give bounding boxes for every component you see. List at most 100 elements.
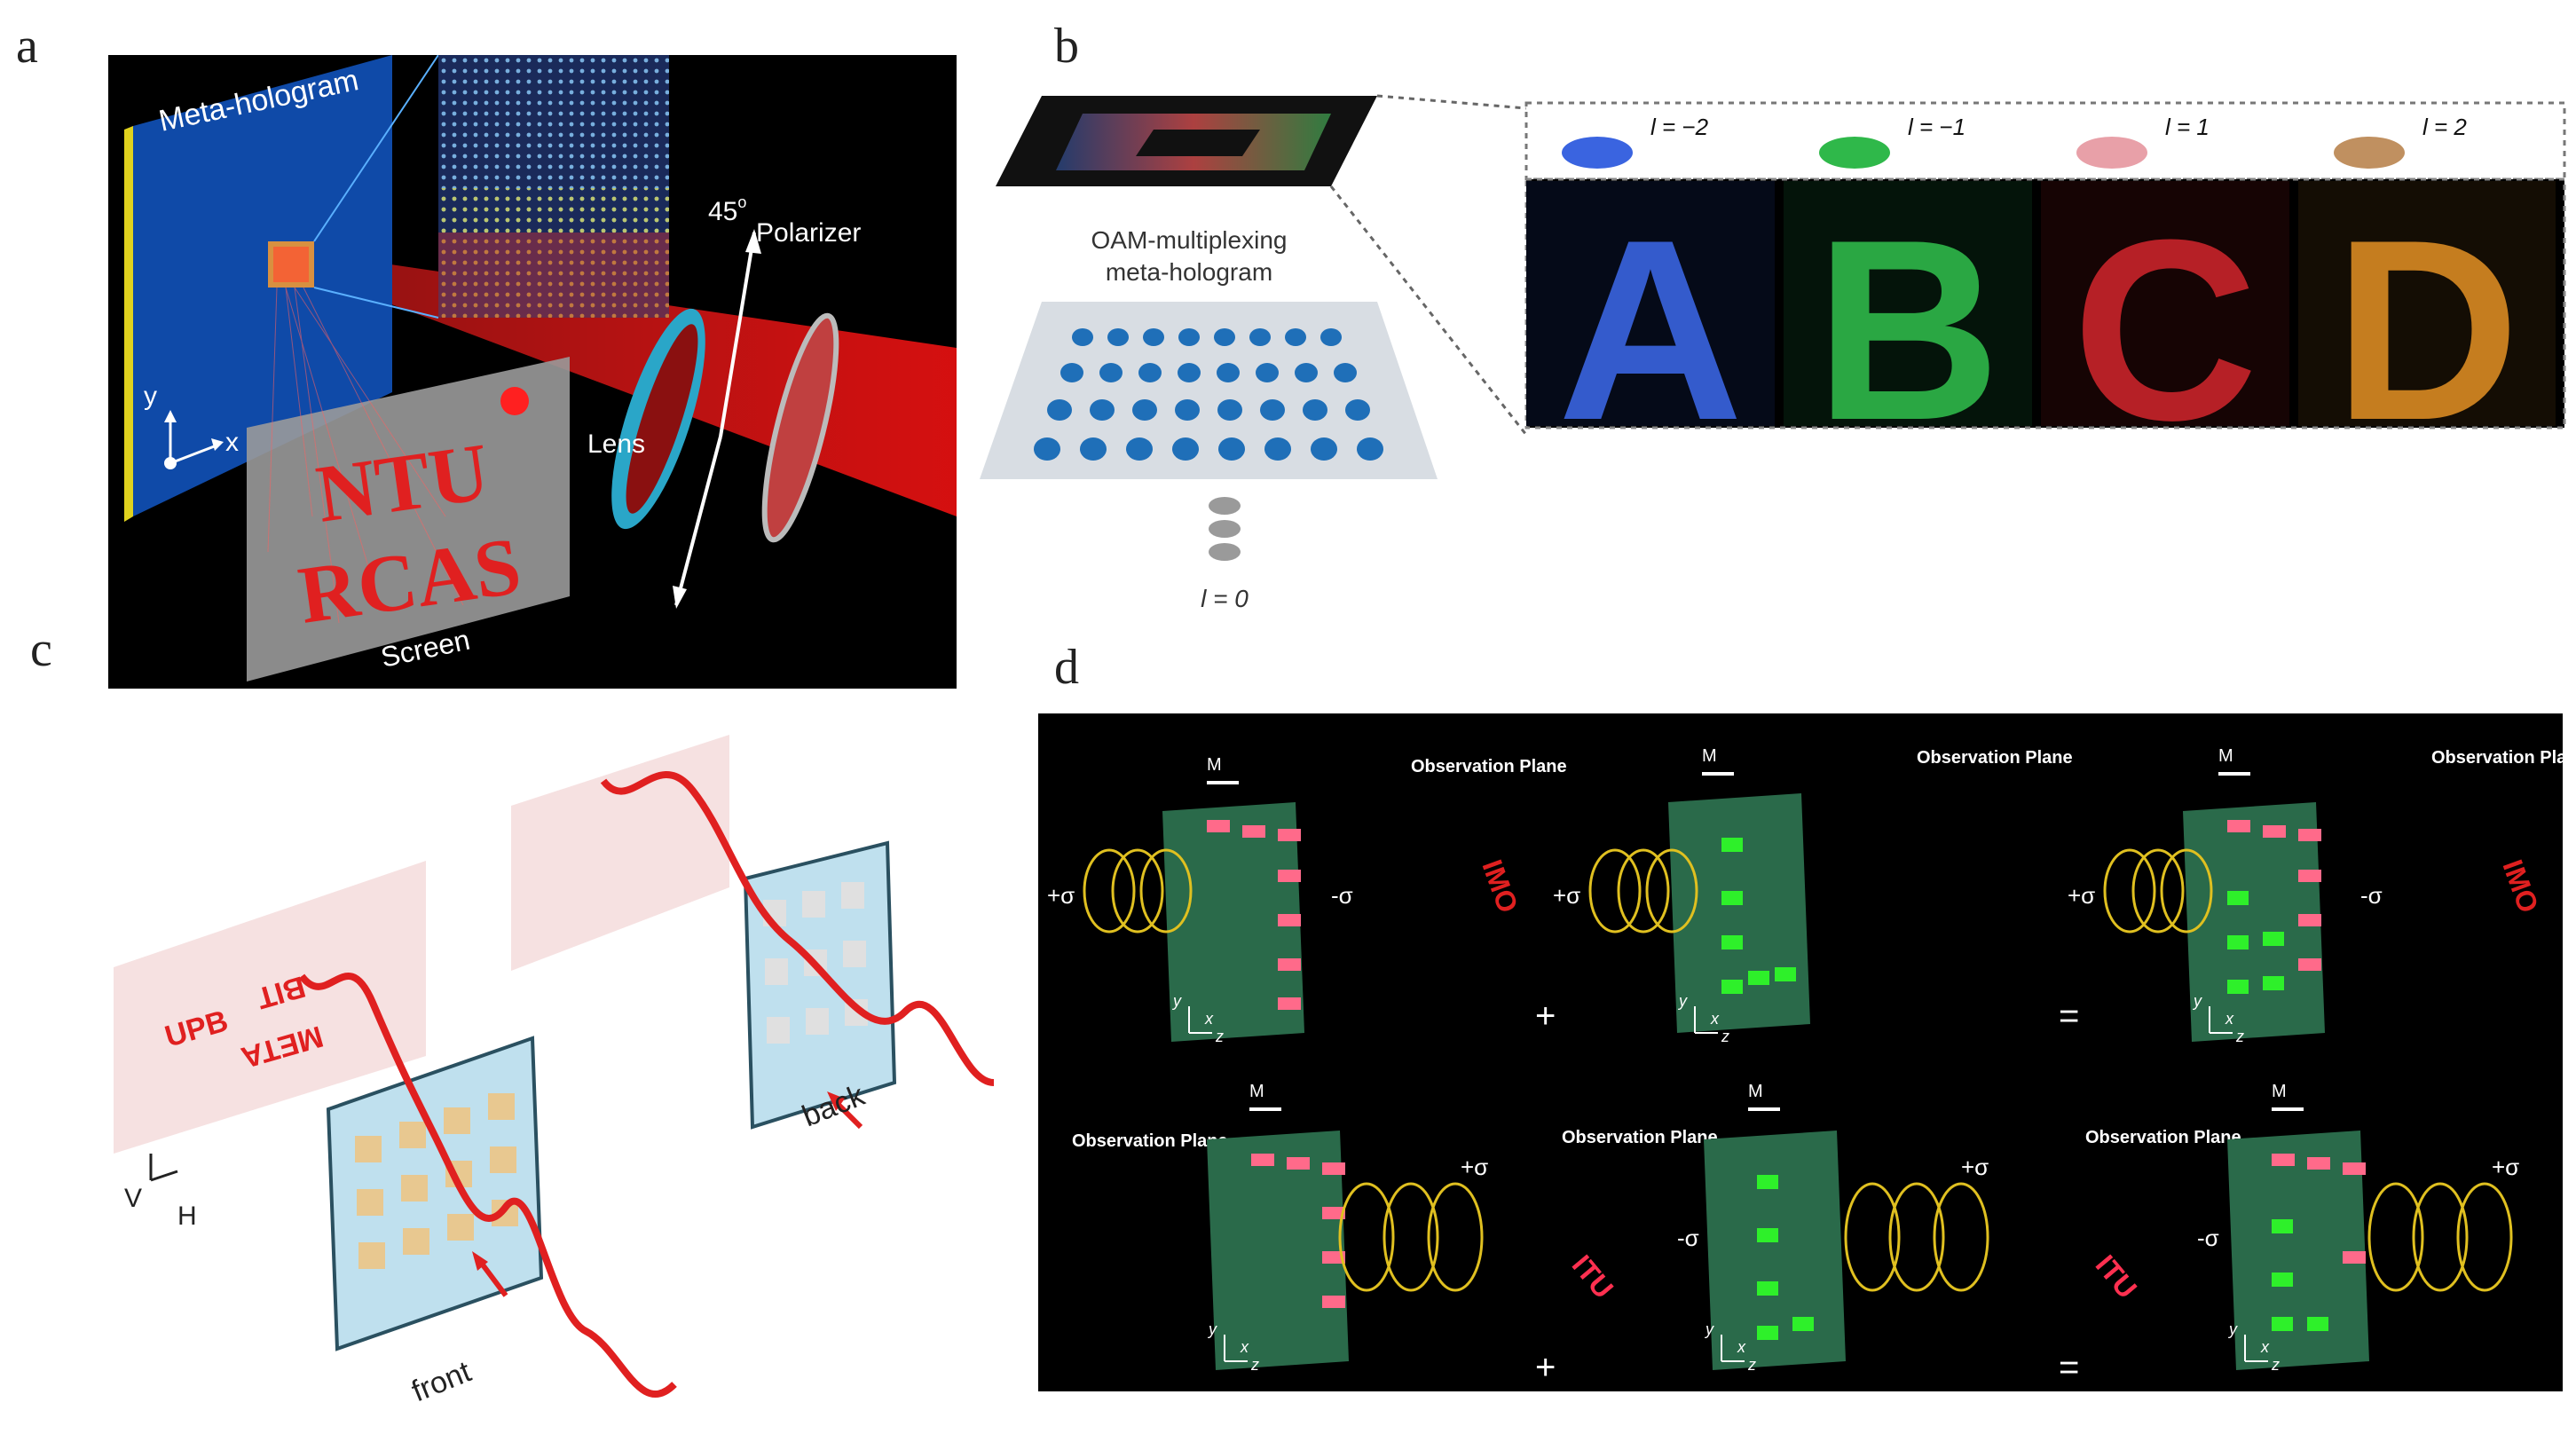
zero-order-spot <box>500 387 529 415</box>
nanobricks-green <box>1721 838 2328 1340</box>
plane-wave-stack <box>1209 497 1241 561</box>
wave-back <box>600 771 995 1086</box>
mode-label-4: l = 2 <box>2422 114 2467 140</box>
panel-label-b: b <box>1054 19 1079 74</box>
panel-d: Observation Plane Observation Plane Obse… <box>1038 713 2576 1391</box>
mode-label-1: l = −2 <box>1650 114 1709 140</box>
sigma-out-6: -σ <box>2197 1225 2219 1251</box>
ax-z-6: z <box>2271 1356 2280 1374</box>
slab-5 <box>1704 1131 1846 1370</box>
ax-z-1: z <box>1215 1028 1224 1045</box>
letter-A: A <box>1557 186 1743 474</box>
m-label-6: M <box>2272 1082 2287 1101</box>
sigma-in-4: +σ <box>1461 1154 1488 1180</box>
hologram-plane-right <box>511 735 729 971</box>
oam-caption-line2: meta-hologram <box>1106 258 1272 286</box>
ax-x-5: x <box>1737 1338 1746 1356</box>
nanobricks-pink <box>1207 820 2366 1308</box>
slab-3 <box>2183 802 2325 1042</box>
panel-label-a: a <box>16 19 38 74</box>
wave-front <box>298 973 677 1398</box>
slab-axes <box>1188 1006 2268 1362</box>
slab-4 <box>1207 1131 1349 1370</box>
polarizer-label: Polarizer <box>756 218 861 248</box>
ax-y-3: y <box>2192 992 2202 1010</box>
hologram-plane-left <box>114 861 426 1154</box>
obs-plane-4: Observation Plane <box>1072 1131 1228 1151</box>
panel-d-scene: Observation Plane Observation Plane Obse… <box>1047 746 2576 1387</box>
lens-label: Lens <box>587 429 645 459</box>
oam-beam-icons <box>1562 137 2405 169</box>
sigma-out-1: -σ <box>1331 882 1353 909</box>
ax-x-6: x <box>2260 1338 2270 1356</box>
panel-b: OAM-multiplexing meta-hologram l = 0 l =… <box>976 80 2573 630</box>
ax-z-4: z <box>1250 1356 1259 1374</box>
image-text-bottom-6: ITU <box>2090 1249 2144 1304</box>
equals-bottom: = <box>2059 1348 2079 1387</box>
ax-y-2: y <box>1677 992 1688 1010</box>
screen <box>247 357 570 682</box>
obs-plane-5: Observation Plane <box>1562 1128 1718 1147</box>
front-label: front <box>407 1354 477 1408</box>
image-A <box>1526 181 1775 426</box>
m-label-4: M <box>1249 1082 1264 1101</box>
meta-hologram-substrate <box>980 302 1438 479</box>
axis-x-label: x <box>225 428 239 457</box>
image-B <box>1784 181 2032 426</box>
plus-bottom: + <box>1535 1348 1556 1387</box>
plus-top: + <box>1535 997 1556 1036</box>
panel-c-scene: UPB BIT META front back V H <box>114 735 995 1408</box>
m-label-2: M <box>1702 746 1717 766</box>
obs-plane-2: Observation Plane <box>1917 748 2073 768</box>
image-text-top-3: IMO <box>2496 855 2544 917</box>
letter-B: B <box>1815 186 2000 474</box>
letter-C: C <box>2072 186 2257 474</box>
panel-c: UPB BIT META front back V H <box>89 710 1029 1420</box>
m-label-5: M <box>1748 1082 1763 1101</box>
sigma-in-2: +σ <box>1553 882 1580 909</box>
panel-a-scene: Meta-hologram 45o Polarizer Lens Screen … <box>124 54 957 682</box>
polarizer <box>761 312 839 543</box>
mode-label-2: l = −1 <box>1908 114 1965 140</box>
ax-x-3: x <box>2225 1010 2234 1028</box>
ax-z-3: z <box>2235 1028 2244 1045</box>
ax-x-2: x <box>1710 1010 1720 1028</box>
sigma-in-6: +σ <box>2492 1154 2519 1180</box>
ax-z-5: z <box>1747 1356 1756 1374</box>
meta-hologram-board <box>133 55 392 516</box>
image-D <box>2298 181 2556 426</box>
ax-x-4: x <box>1240 1338 1249 1356</box>
panel-label-d: d <box>1054 640 1079 695</box>
obs-plane-3: Observation Plane <box>2431 748 2563 768</box>
sigma-in-1: +σ <box>1047 882 1075 909</box>
sigma-in-5: +σ <box>1961 1154 1989 1180</box>
nanopillar-array <box>1034 328 1383 461</box>
ax-y-1: y <box>1171 992 1182 1010</box>
axis-v-label: V <box>124 1184 142 1213</box>
axis-h-label: H <box>177 1202 197 1231</box>
l-zero-label: l = 0 <box>1201 585 1249 612</box>
image-text-bottom-5: ITU <box>1566 1249 1620 1304</box>
equals-top: = <box>2059 997 2079 1036</box>
ax-x-1: x <box>1204 1010 1214 1028</box>
polarization-arrow <box>674 436 722 606</box>
oam-caption-line1: OAM-multiplexing <box>1091 226 1288 254</box>
sigma-in-3: +σ <box>2068 882 2095 909</box>
mode-label-3: l = 1 <box>2165 114 2210 140</box>
ax-y-4: y <box>1207 1320 1217 1338</box>
axis-y-label: y <box>144 382 157 411</box>
image-text-top-1: IMO <box>1476 855 1524 917</box>
helix-beams <box>1083 848 2513 1292</box>
obs-plane-6: Observation Plane <box>2085 1128 2241 1147</box>
ax-z-2: z <box>1721 1028 1729 1045</box>
sigma-out-3: -σ <box>2360 882 2383 909</box>
panel-b-scene: OAM-multiplexing meta-hologram l = 0 l =… <box>980 94 2566 612</box>
panel-a: Meta-hologram 45o Polarizer Lens Screen … <box>108 54 957 689</box>
slab-1 <box>1162 802 1304 1042</box>
image-C <box>2041 181 2289 426</box>
obs-plane-1: Observation Plane <box>1411 757 1567 776</box>
slab-2 <box>1668 793 1810 1033</box>
letter-D: D <box>2334 186 2519 474</box>
m-label-3: M <box>2218 746 2233 766</box>
magnetization-arrows <box>1207 772 2304 1111</box>
